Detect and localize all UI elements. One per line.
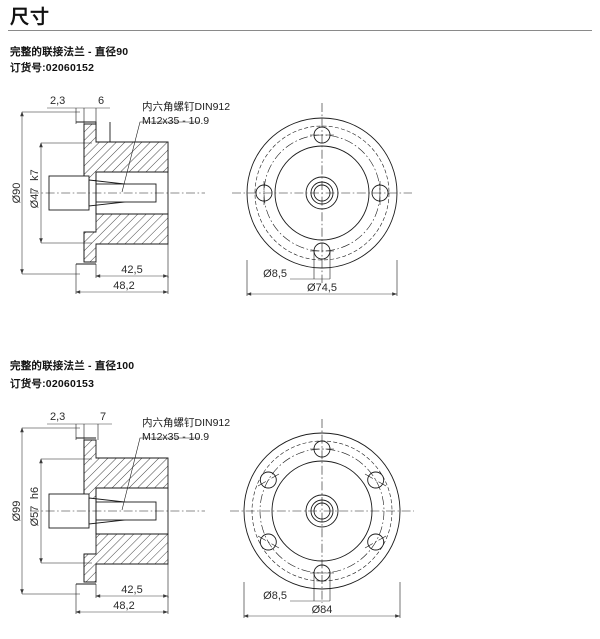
dim-bore-tolerance-k7: k7: [29, 169, 41, 181]
block-1-order-number: 订货号:02060152: [10, 62, 95, 74]
block-1-section-view: 2,3 6: [11, 95, 230, 294]
note-din912: 内六角螺钉DIN912: [142, 416, 230, 429]
block-2-heading: 完整的联接法兰 - 直径100: [10, 360, 135, 372]
block-1-dim-overall-length: 48,2: [75, 264, 169, 294]
title-divider: [8, 30, 592, 31]
block-2-top-dimensions: 2,3 7: [47, 411, 112, 446]
block-2-bolt-holes: [257, 440, 387, 582]
dim-48-2: 48,2: [113, 600, 134, 612]
bolt-hole: [364, 533, 387, 551]
block-2-order-number: 订货号:02060153: [10, 378, 95, 390]
block-2-dim-bore-diameter: Ø57 h6: [29, 458, 92, 564]
block-1-dim-outer-diameter: Ø90: [11, 111, 80, 275]
block-1-dim-inner-length: 42,5: [95, 244, 169, 278]
dim-2-3: 2,3: [50, 95, 65, 107]
block-1-heading: 完整的联接法兰 - 直径90: [10, 46, 129, 58]
dim-hole-8-5: Ø8,5: [263, 268, 287, 280]
block-2-dim-overall-length: 48,2: [75, 584, 169, 614]
dim-hole-8-5: Ø8,5: [263, 590, 287, 602]
bolt-hole: [310, 126, 334, 144]
dim-42-5: 42,5: [121, 264, 142, 276]
dim-bore-diameter-47: Ø47: [29, 188, 41, 209]
block-1-top-dimensions: 2,3 6: [47, 95, 110, 130]
block-2-dim-hole-diameter: Ø8,5: [263, 573, 331, 602]
block-2-section-view: 2,3 7: [11, 411, 230, 614]
block-1-dim-bolt-circle: Ø74,5: [246, 260, 398, 296]
dim-bolt-circle-84: Ø84: [312, 604, 333, 616]
dim-42-5: 42,5: [121, 584, 142, 596]
bolt-hole: [310, 440, 334, 458]
dim-2-3: 2,3: [50, 411, 65, 423]
bolt-hole: [257, 471, 280, 489]
block-1-dim-bore-diameter: Ø47 k7: [29, 142, 92, 244]
block-1-drawing: 2,3 6: [0, 80, 600, 320]
note-m12x35: M12x35 - 10.9: [142, 431, 209, 443]
block-2-screw-note: 内六角螺钉DIN912 M12x35 - 10.9: [121, 416, 230, 511]
block-1-front-view: Ø8,5 Ø74,5: [232, 103, 412, 296]
dim-7: 7: [100, 411, 106, 423]
dim-bore-tolerance-h6: h6: [29, 487, 41, 499]
block-2-svg: 2,3 7: [11, 411, 414, 618]
block-1-svg: 2,3 6: [11, 95, 412, 296]
block-2-dim-bolt-circle: Ø84: [243, 582, 401, 618]
bolt-hole: [364, 471, 387, 489]
dim-bolt-circle-74-5: Ø74,5: [307, 282, 337, 294]
block-1-screw-note: 内六角螺钉DIN912 M12x35 - 10.9: [121, 100, 230, 193]
page-title: 尺寸: [10, 7, 51, 28]
bolt-hole: [255, 181, 273, 205]
dim-48-2: 48,2: [113, 280, 134, 292]
bolt-hole: [257, 533, 280, 551]
block-2-drawing: 2,3 7: [0, 396, 600, 639]
note-din912: 内六角螺钉DIN912: [142, 100, 230, 113]
dim-6: 6: [98, 95, 104, 107]
block-2-dim-outer-diameter: Ø99: [11, 427, 80, 595]
dim-outer-diameter-99: Ø99: [11, 501, 23, 522]
block-1-flange-body: [76, 121, 169, 265]
dim-outer-diameter-90: Ø90: [11, 183, 23, 204]
dim-bore-diameter-57: Ø57: [29, 506, 41, 527]
note-m12x35: M12x35 - 10.9: [142, 115, 209, 127]
bolt-hole: [371, 181, 389, 205]
block-1-dim-hole-diameter: Ø8,5: [263, 251, 331, 280]
block-2-front-view: Ø8,5 Ø84: [230, 419, 414, 618]
block-2-dim-inner-length: 42,5: [95, 564, 169, 598]
